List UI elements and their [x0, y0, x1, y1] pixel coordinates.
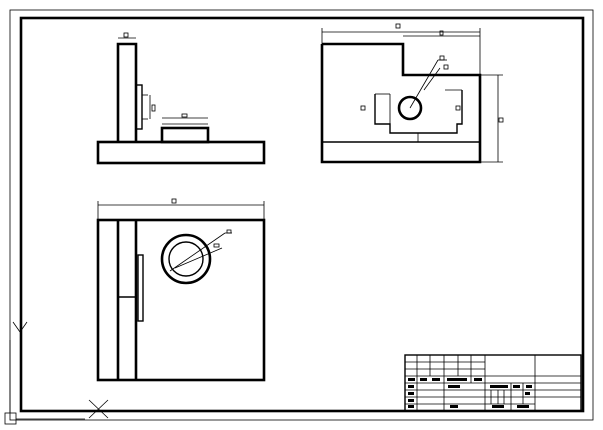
front-base-plate	[96, 140, 266, 165]
side-hole	[397, 95, 423, 121]
ucs-icon	[4, 321, 85, 425]
top-outer-circle	[160, 233, 212, 285]
drawing-border	[9, 9, 594, 421]
top-outline	[96, 218, 266, 382]
front-right-block	[160, 126, 210, 144]
drawing-frame	[19, 16, 585, 413]
title-block[interactable]	[404, 354, 582, 412]
front-wall-boss	[135, 84, 143, 130]
side-slot	[374, 90, 463, 134]
top-view[interactable]	[96, 198, 266, 382]
front-view[interactable]	[96, 32, 266, 165]
front-vertical-wall	[116, 42, 138, 142]
crosshair-cursor-icon	[88, 399, 109, 419]
side-view[interactable]	[320, 23, 504, 164]
top-boss	[137, 254, 144, 322]
top-inner-circle	[168, 241, 204, 277]
